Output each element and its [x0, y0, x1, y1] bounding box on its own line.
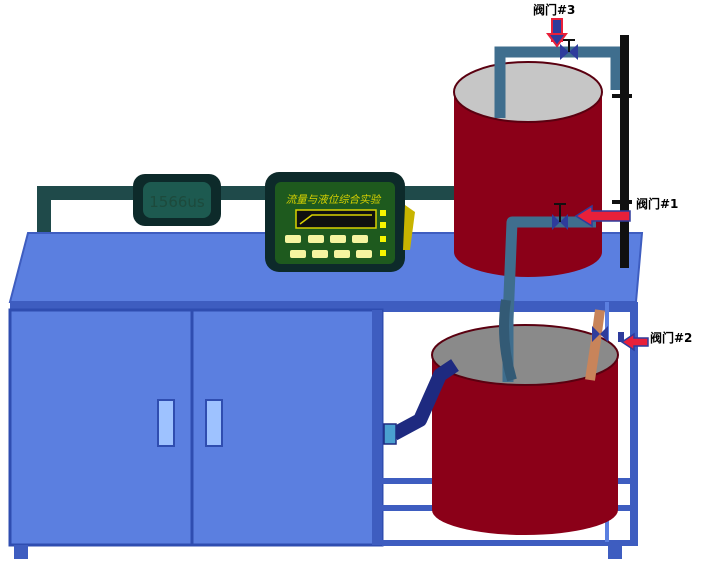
valve-3-label: 阀门#3: [533, 2, 575, 17]
controller-title: 流量与液位综合实验: [286, 194, 382, 206]
valve-3-arrow: [548, 19, 566, 46]
controller-panel: 流量与液位综合实验: [265, 172, 415, 272]
flowmeter: 1566us: [133, 174, 221, 226]
valve-2-label: 阀门#2: [650, 330, 692, 345]
valve-1-label: 阀门#1: [636, 196, 678, 211]
controller-screen: [296, 210, 376, 228]
flowmeter-display: 1566us: [149, 193, 205, 211]
drain-coupling: [384, 424, 396, 444]
door-handle-right[interactable]: [206, 400, 222, 446]
upper-tank: [454, 62, 602, 277]
door-handle-left[interactable]: [158, 400, 174, 446]
cabinet: [10, 310, 382, 545]
